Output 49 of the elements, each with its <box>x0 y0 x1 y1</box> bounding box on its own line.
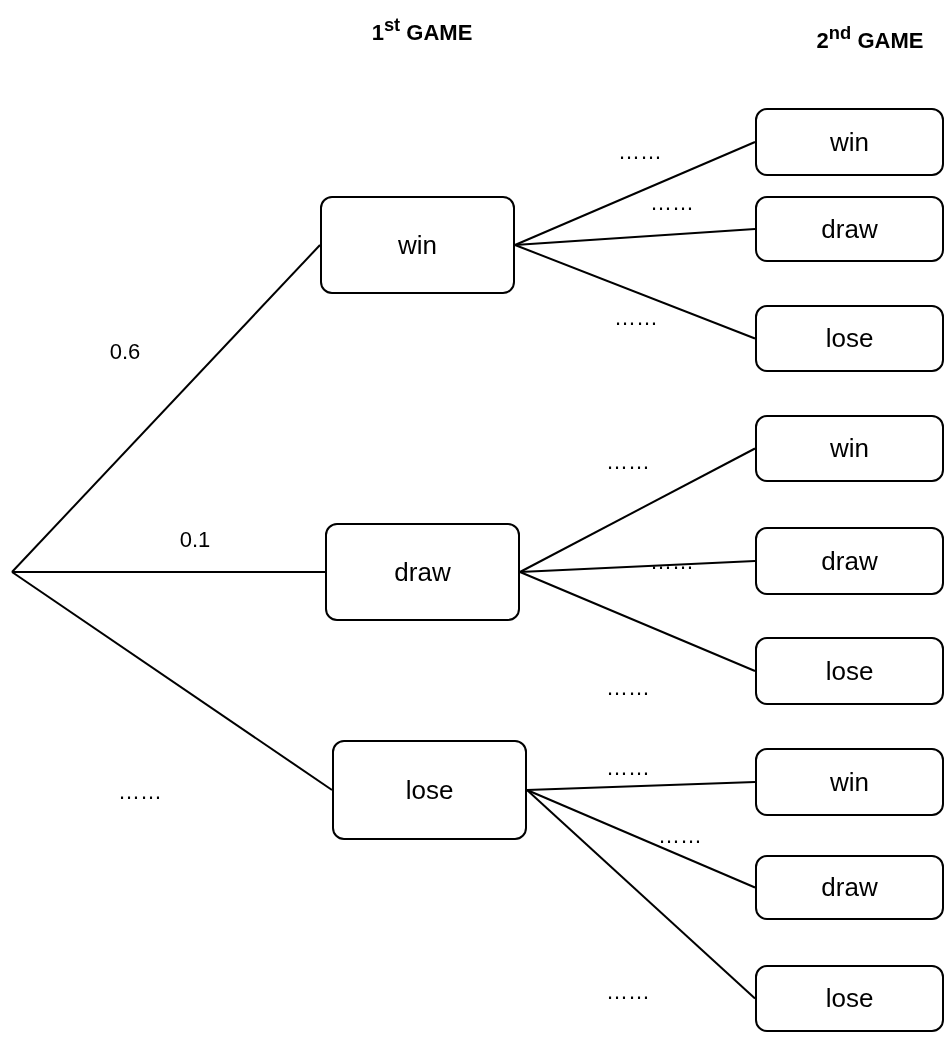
outcome-text: lose <box>825 983 874 1014</box>
outcome-text: draw <box>821 213 878 245</box>
branch-line <box>519 571 756 672</box>
outcome-box <box>755 305 944 372</box>
outcome-text: draw <box>821 545 878 577</box>
edge-label: …… <box>118 779 162 805</box>
outcome-text: draw <box>821 872 878 903</box>
outcome-text: lose <box>825 323 874 354</box>
edge-label: …… <box>606 675 650 701</box>
outcome-text: lose <box>825 655 874 687</box>
branch-line <box>11 571 326 573</box>
column-heading: 2$^{nd}$ GAME <box>816 22 924 54</box>
branch-line <box>526 789 756 889</box>
edge-label: …… <box>606 755 650 781</box>
outcome-box <box>325 523 520 621</box>
edge-label: …… <box>618 139 662 165</box>
edge-label: …… <box>614 305 658 331</box>
outcome-box <box>755 415 944 482</box>
branch-line <box>11 244 321 573</box>
column-heading: 1$^{st}$ GAME <box>371 14 473 46</box>
branch-line <box>526 789 756 1000</box>
outcome-box <box>755 108 944 176</box>
edge-label: 0.6 <box>109 339 141 365</box>
outcome-text: win <box>830 433 869 464</box>
edge-label: …… <box>606 979 650 1005</box>
outcome-text: win <box>830 126 869 158</box>
branch-line <box>519 560 756 573</box>
branch-line <box>514 141 756 246</box>
edge-label: …… <box>650 549 694 575</box>
branch-line <box>526 781 756 791</box>
edge-label: …… <box>650 190 694 216</box>
outcome-box <box>755 637 944 705</box>
outcome-box <box>755 527 944 595</box>
branch-line <box>514 244 756 340</box>
outcome-box <box>755 748 944 816</box>
outcome-text: draw <box>394 556 451 588</box>
branch-line <box>11 571 333 791</box>
outcome-box <box>755 196 944 262</box>
outcome-text: win <box>830 766 869 798</box>
edge-label: …… <box>658 823 702 849</box>
outcome-box <box>755 965 944 1032</box>
outcome-box <box>332 740 527 840</box>
branch-line <box>519 447 756 573</box>
outcome-box <box>320 196 515 294</box>
outcome-text: lose <box>405 774 454 806</box>
edge-label: …… <box>606 449 650 475</box>
outcome-box <box>755 855 944 920</box>
outcome-text: win <box>398 229 437 261</box>
edge-label: 0.1 <box>179 527 211 553</box>
